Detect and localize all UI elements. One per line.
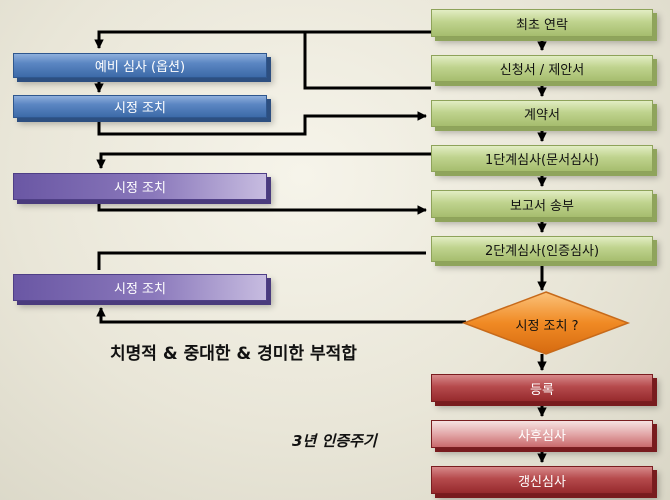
line-to-application [303, 32, 431, 90]
decision-diamond [461, 291, 631, 355]
step-application-label: 신청서 / 제안서 [499, 63, 585, 78]
corrective-action-label-3: 시정 조치 [114, 282, 166, 297]
corrective-action-label-2: 시정 조치 [114, 181, 166, 196]
step-initial-contact: 최초 연락 [431, 9, 653, 37]
step-stage1-audit-label: 1단계심사(문서심사) [484, 153, 600, 168]
step-stage2-audit: 2단계심사(인증심사) [431, 236, 653, 262]
step-registration: 등록 [431, 374, 653, 402]
step-renewal-audit: 갱신심사 [431, 466, 653, 494]
preliminary-audit-box: 예비 심사 (옵션) [13, 53, 267, 78]
line-contact-to-preliminary [94, 30, 431, 49]
step-renewal-audit-label: 갱신심사 [518, 474, 566, 490]
step-report-delivery-label: 보고서 송부 [510, 198, 574, 214]
line-corrective2-to-report [97, 200, 427, 215]
corrective-action-label-1: 시정 조치 [114, 101, 166, 116]
step-registration-label: 등록 [530, 382, 554, 398]
corrective-action-box-2: 시정 조치 [13, 173, 267, 200]
step-initial-contact-label: 최초 연락 [516, 17, 568, 33]
step-application: 신청서 / 제안서 [431, 55, 653, 82]
corrective-action-box-3: 시정 조치 [13, 274, 267, 301]
line-stage2-to-corrective3 [97, 251, 426, 270]
decision-label: 시정 조치 ? [515, 318, 579, 334]
step-report-delivery: 보고서 송부 [431, 190, 653, 218]
line-corrective1-to-contract [97, 111, 427, 136]
preliminary-audit-label: 예비 심사 (옵션) [94, 60, 186, 75]
step-contract-label: 계약서 [524, 108, 560, 123]
step-stage1-audit: 1단계심사(문서심사) [431, 145, 653, 172]
corrective-action-box-1: 시정 조치 [13, 95, 267, 118]
line-stage1-to-corrective2 [96, 152, 431, 169]
step-stage2-audit-label: 2단계심사(인증심사) [484, 243, 600, 259]
step-surveillance-audit-label: 사후심사 [518, 428, 566, 444]
line-decision-to-corrective3 [96, 307, 466, 324]
step-contract: 계약서 [431, 100, 653, 127]
step-surveillance-audit: 사후심사 [431, 420, 653, 448]
nonconformity-caption: 치명적 & 중대한 & 경미한 부적합 [110, 344, 357, 364]
certification-cycle-label: 3년 인증주기 [292, 432, 377, 450]
